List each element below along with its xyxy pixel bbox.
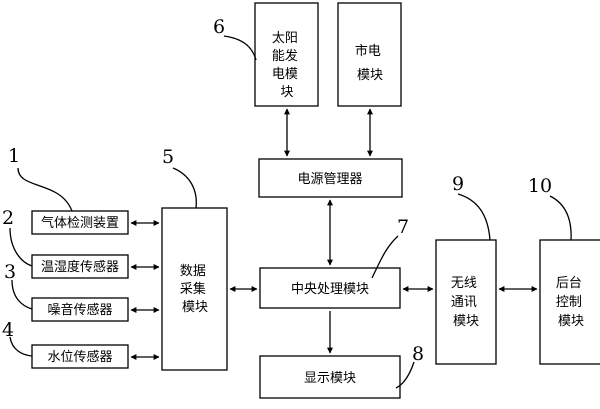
wireless-line-3: 模块 (453, 314, 479, 329)
leader-2 (9, 227, 33, 267)
leader-7 (371, 235, 399, 279)
ref-number-3: 3 (4, 261, 16, 283)
solar-module-box (254, 2, 319, 107)
solar-module-label: 太阳 能发 电模 块 (272, 31, 302, 100)
grid-power-module-box (337, 2, 402, 107)
display-module-label: 显示模块 (304, 371, 356, 386)
ref-number-4: 4 (2, 319, 14, 341)
humidity-sensor-label: 温湿度传感器 (41, 259, 119, 275)
data-acquisition-label: 数据 采集 模块 (180, 264, 210, 315)
daq-line-3: 模块 (182, 300, 208, 315)
solar-line-3: 电模 (272, 67, 298, 82)
leader-3 (11, 279, 33, 310)
ref-number-8: 8 (412, 343, 424, 365)
ref-number-10: 10 (528, 175, 552, 197)
daq-line-2: 采集 (180, 281, 206, 297)
ref-number-5: 5 (162, 146, 174, 168)
wireless-module-box (435, 239, 497, 365)
data-acquisition-box (161, 207, 228, 371)
leader-1 (17, 167, 73, 212)
ref-number-7: 7 (397, 216, 409, 238)
ref-number-6: 6 (213, 16, 225, 38)
leader-5 (172, 167, 197, 209)
noise-sensor-label: 噪音传感器 (47, 302, 112, 318)
wireless-line-2: 通讯 (451, 295, 477, 310)
power-manager-box (258, 158, 403, 198)
leader-4 (9, 336, 33, 357)
leader-9 (457, 193, 491, 241)
backend-line-3: 模块 (558, 314, 584, 329)
water-level-sensor-label: 水位传感器 (47, 349, 112, 365)
backend-line-1: 后台 (556, 276, 582, 291)
noise-sensor-box (31, 297, 129, 322)
solar-line-1: 太阳 (272, 31, 298, 46)
backend-control-label: 后台 控制 模块 (556, 276, 586, 329)
leader-10 (549, 195, 572, 241)
grid-power-module-label: 市电 模块 (355, 43, 385, 83)
ref-number-1: 1 (8, 145, 20, 167)
backend-line-2: 控制 (556, 295, 582, 310)
wireless-module-label: 无线 通讯 模块 (451, 276, 481, 329)
leader-8 (395, 361, 415, 389)
solar-line-4: 块 (280, 85, 293, 100)
central-processing-label: 中央处理模块 (291, 282, 369, 297)
central-processing-box (259, 267, 401, 309)
wireless-line-1: 无线 (451, 276, 477, 291)
gas-detector-box (31, 210, 129, 235)
backend-control-box (539, 239, 600, 365)
daq-line-1: 数据 (180, 264, 206, 279)
humidity-sensor-box (31, 254, 129, 279)
ref-number-2: 2 (2, 207, 14, 229)
water-level-sensor-box (31, 344, 129, 369)
gas-detector-label: 气体检测装置 (41, 215, 119, 231)
leader-6 (223, 35, 257, 61)
solar-line-2: 能发 (272, 48, 298, 64)
grid-line-2: 模块 (357, 68, 383, 83)
display-module-box (259, 355, 401, 399)
grid-line-1: 市电 (355, 43, 381, 59)
power-manager-label: 电源管理器 (297, 172, 362, 187)
ref-number-9: 9 (452, 173, 464, 195)
